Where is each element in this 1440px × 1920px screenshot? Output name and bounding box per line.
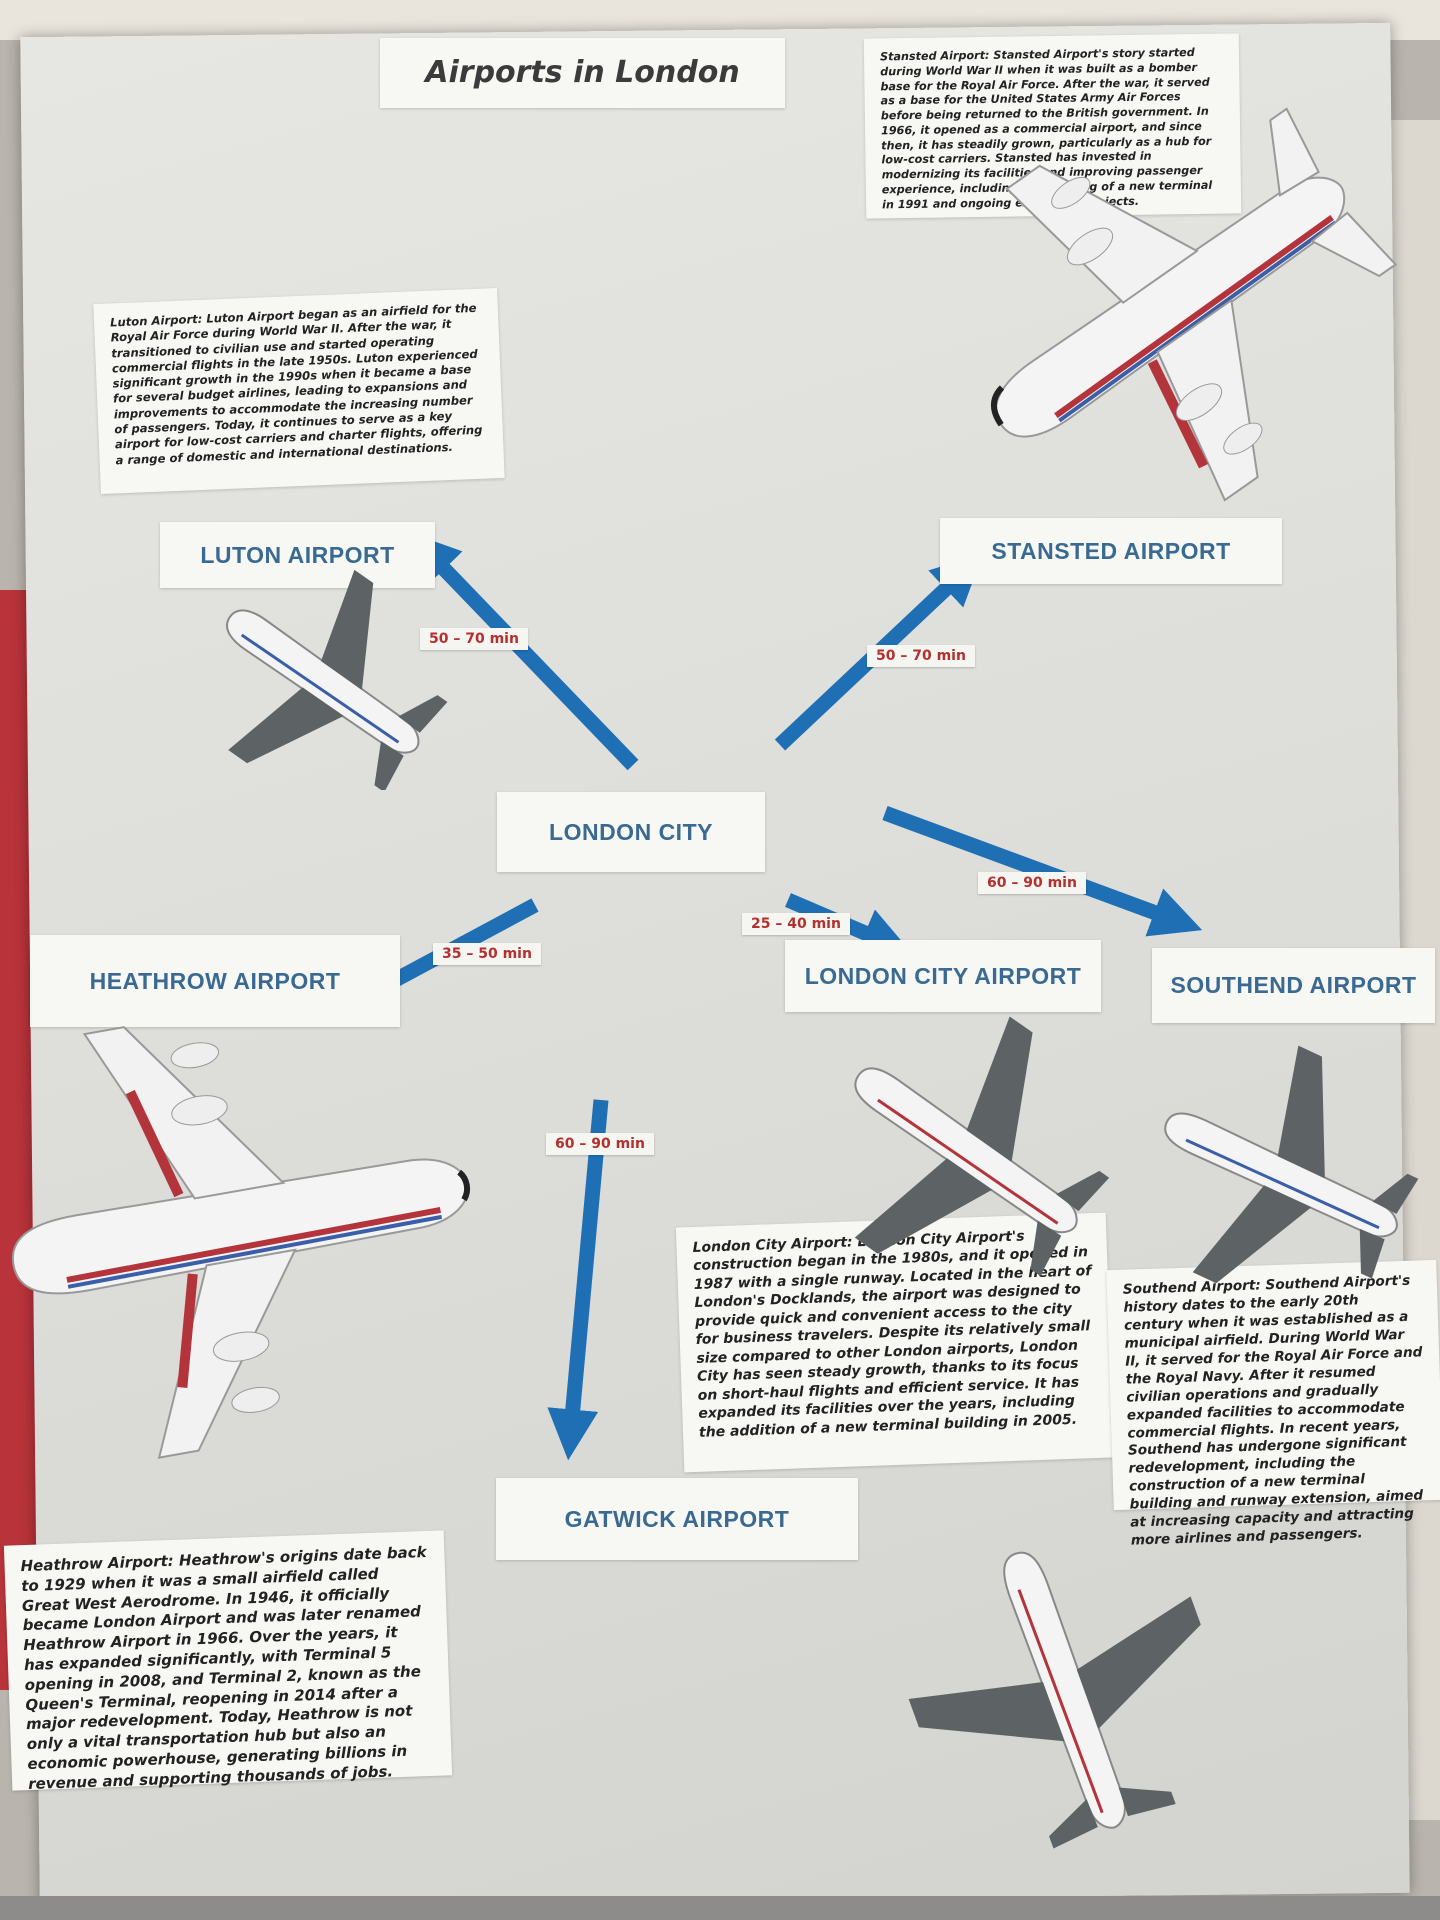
poster-title: Airports in London	[380, 38, 785, 108]
time-stansted: 50 – 70 min	[867, 645, 975, 667]
toy-plane-gatwick	[908, 1551, 1201, 1849]
label-southend-airport: SOUTHEND AIRPORT	[1152, 948, 1435, 1023]
arrow-to-gatwick	[547, 1099, 609, 1461]
floor	[0, 1896, 1440, 1920]
label-gatwick-airport: GATWICK AIRPORT	[496, 1478, 858, 1560]
arrow-to-southend	[882, 805, 1203, 937]
label-heathrow-airport: HEATHROW AIRPORT	[30, 935, 400, 1027]
label-stansted-airport: STANSTED AIRPORT	[940, 518, 1282, 584]
time-gatwick: 60 – 90 min	[546, 1133, 654, 1155]
time-london-city-airport: 25 – 40 min	[742, 913, 850, 935]
label-london-city: LONDON CITY	[497, 792, 765, 872]
time-luton: 50 – 70 min	[420, 628, 528, 650]
label-luton-airport: LUTON AIRPORT	[160, 522, 435, 588]
arrow-to-luton	[408, 532, 639, 771]
toy-plane-stansted	[991, 107, 1398, 502]
time-southend: 60 – 90 min	[978, 872, 1086, 894]
toy-plane-london-city	[854, 1016, 1110, 1277]
time-heathrow: 35 – 50 min	[433, 943, 541, 965]
toy-plane-southend	[1164, 1045, 1419, 1284]
toy-plane-luton	[226, 570, 448, 790]
toy-plane-heathrow	[11, 1026, 471, 1459]
note-luton: Luton Airport: Luton Airport began as an…	[93, 287, 505, 495]
note-heathrow: Heathrow Airport: Heathrow's origins dat…	[3, 1530, 453, 1793]
label-london-city-airport: LONDON CITY AIRPORT	[785, 940, 1101, 1012]
